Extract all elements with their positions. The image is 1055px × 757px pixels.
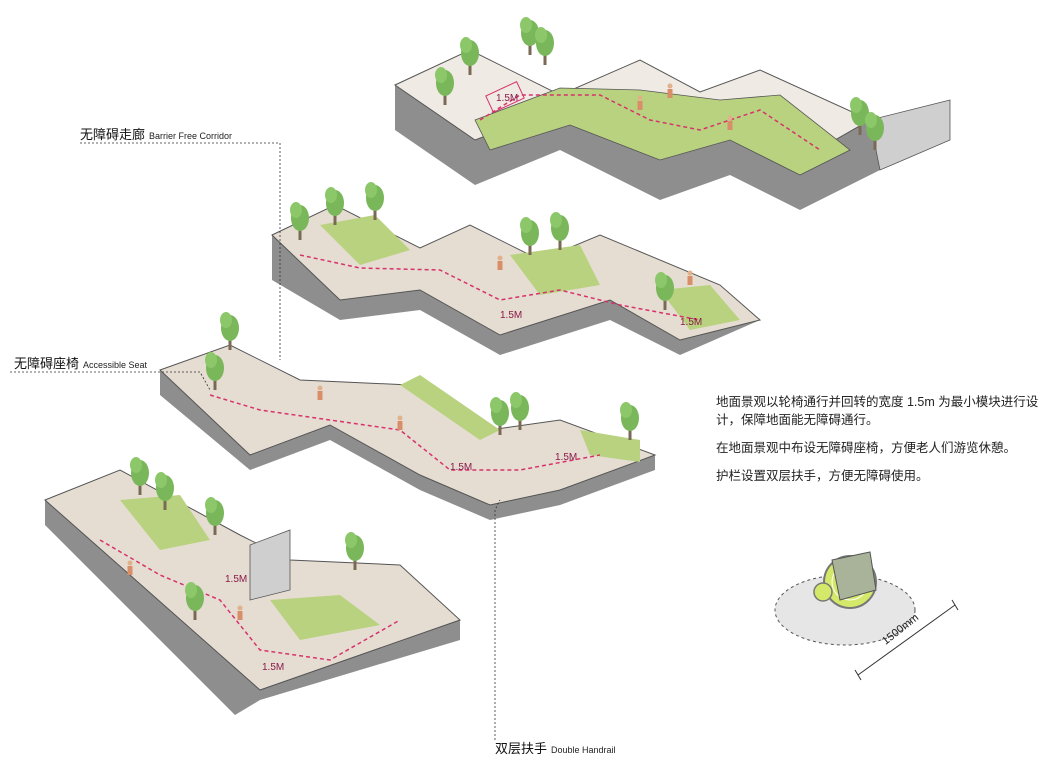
design-notes: 地面景观以轮椅通行并回转的宽度 1.5m 为最小模块进行设计，保障地面能无障碍通… [716,393,1051,495]
wheelchair-icon [774,551,959,681]
module-tag-4a: 1.5M [225,574,247,585]
callout-seat-en: Accessible Seat [83,360,148,370]
module-tag-3a: 1.5M [450,462,472,473]
callout-handrail-cn: 双层扶手 [495,741,548,756]
terrace-level-2: 1.5M 1.5M [271,204,762,355]
module-tag-4b: 1.5M [262,662,284,673]
terrace-top: 1.5M [393,49,951,210]
module-tag-2a: 1.5M [500,310,522,321]
terrace-level-3: 1.5M 1.5M [159,344,657,520]
callout-corridor-cn: 无障碍走廊 [80,127,146,142]
note-accessible-seat: 在地面景观中布设无障碍座椅，方便老人们游览休憩。 [716,441,1017,455]
module-tag-top: 1.5M [496,93,518,104]
callout-handrail-en: Double Handrail [551,745,616,755]
note-module-width: 地面景观以轮椅通行并回转的宽度 1.5m 为最小模块进行设计，保障地面能无障碍通… [716,395,1039,427]
callout-corridor-en: Barrier Free Corridor [149,131,233,141]
leader-lines [10,142,501,740]
module-tag-3b: 1.5M [555,452,577,463]
terrace-bottom: 1.5M 1.5M [44,469,461,715]
callout-seat-cn: 无障碍座椅 [14,356,80,371]
note-handrail: 护栏设置双层扶手，方便无障碍使用。 [716,469,929,483]
module-tag-2b: 1.5M [680,317,702,328]
